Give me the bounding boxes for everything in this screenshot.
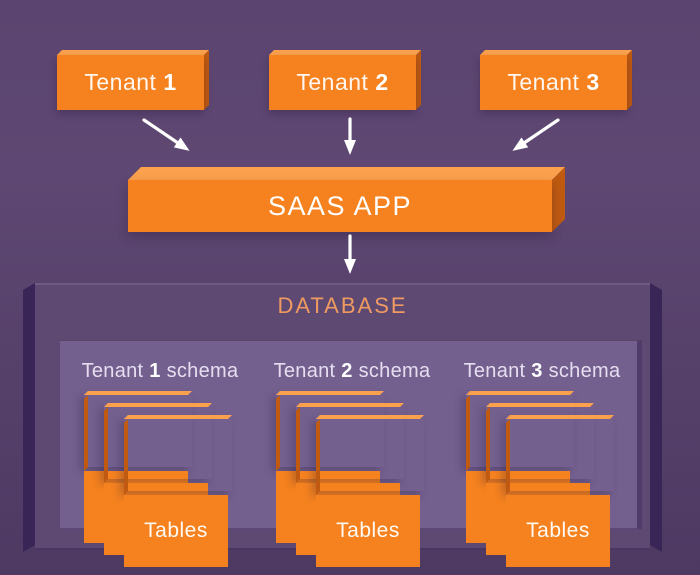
schema-2-tables-stack: Tables [262, 391, 442, 567]
table-card-right-bevel [296, 407, 300, 483]
arrow-down-left-icon [512, 118, 560, 151]
tenant-1-label-number: 1 [163, 69, 177, 95]
saas-app-box-right-bevel [552, 167, 565, 232]
tenant-1-label-name: Tenant [84, 69, 157, 95]
schema-3-label: Tenant 3 schema [452, 359, 632, 383]
tenant-1-box-top-bevel [57, 50, 209, 55]
table-card-right-bevel [506, 419, 510, 495]
table-card-right-bevel [486, 407, 490, 483]
table-card-top-bevel [506, 415, 614, 419]
table-card-top-bevel [296, 403, 404, 407]
arrow-down-icon [344, 234, 356, 274]
table-card-top-bevel [84, 391, 192, 395]
table-card-front: Tables [506, 495, 610, 567]
table-card-right-bevel [276, 395, 280, 471]
tenant-3-box: Tenant 3 [480, 50, 632, 110]
schema-3-tables-stack: Tables [452, 391, 632, 567]
tenant-1-box-right-bevel [204, 50, 209, 110]
schema-1-label: Tenant 1 schema [70, 359, 250, 383]
tenant-3-label-number: 3 [586, 69, 600, 95]
schema-1-label-number: 1 [149, 360, 161, 382]
table-card-top-bevel [276, 391, 384, 395]
tenant-1-label: Tenant 1 [84, 69, 176, 96]
tenant-2-box-front: Tenant 2 [269, 55, 416, 110]
tenant-3-label: Tenant 3 [507, 69, 599, 96]
saas-app-box-top-bevel [128, 167, 565, 180]
schema-2-label-name: Tenant [273, 360, 336, 382]
arrow-down-icon [344, 117, 356, 155]
table-card-top-bevel [466, 391, 574, 395]
saas-app-box-front: SAAS APP [128, 180, 552, 232]
tenant-2-box-top-bevel [269, 50, 421, 55]
table-card: Tables [316, 415, 424, 567]
tenant-2-label-name: Tenant [296, 69, 369, 95]
tenant-1-box-front: Tenant 1 [57, 55, 204, 110]
tables-label: Tables [526, 519, 590, 542]
schema-2-label-number: 2 [341, 360, 353, 382]
database-title: DATABASE [277, 293, 408, 318]
table-card-right-bevel [316, 419, 320, 495]
schema-2-label-suffix: schema [358, 360, 431, 382]
schema-3-label-suffix: schema [548, 360, 621, 382]
tenant-2-box: Tenant 2 [269, 50, 421, 110]
tenant-2-box-right-bevel [416, 50, 421, 110]
table-card-top-bevel [124, 415, 232, 419]
table-card-top-bevel [316, 415, 424, 419]
schema-1-label-name: Tenant [81, 360, 144, 382]
table-card-right-bevel [84, 395, 88, 471]
schema-1-tables-stack: Tables [70, 391, 250, 567]
schema-column-3: Tenant 3 schema Tables [452, 359, 632, 567]
tenant-2-label-number: 2 [375, 69, 389, 95]
database-box: DATABASE Tenant 1 schema Tables [23, 281, 663, 567]
table-card: Tables [124, 415, 232, 567]
schema-column-2: Tenant 2 schema Tables [262, 359, 442, 567]
table-card-top-bevel [486, 403, 594, 407]
tenant-2-label: Tenant 2 [296, 69, 388, 96]
schema-column-1: Tenant 1 schema Tables [70, 359, 250, 567]
schema-panel: Tenant 1 schema Tables Tenant 2 sch [60, 340, 642, 567]
tenant-3-box-front: Tenant 3 [480, 55, 627, 110]
table-card-right-bevel [124, 419, 128, 495]
table-card-right-bevel [466, 395, 470, 471]
tenant-3-box-right-bevel [627, 50, 632, 110]
tenant-1-box: Tenant 1 [57, 50, 209, 110]
table-card-top-bevel [104, 403, 212, 407]
tables-label: Tables [144, 519, 208, 542]
table-card-front: Tables [124, 495, 228, 567]
database-box-left-bevel [23, 283, 35, 552]
schema-2-label: Tenant 2 schema [262, 359, 442, 383]
table-card-right-bevel [104, 407, 108, 483]
tables-label: Tables [336, 519, 400, 542]
schema-1-label-suffix: schema [166, 360, 239, 382]
tenant-3-box-top-bevel [480, 50, 632, 55]
tenant-3-label-name: Tenant [507, 69, 580, 95]
table-card-front: Tables [316, 495, 420, 567]
database-box-right-bevel [650, 283, 662, 552]
schema-3-label-number: 3 [531, 360, 543, 382]
saas-app-label: SAAS APP [267, 190, 413, 221]
schema-3-label-name: Tenant [463, 360, 526, 382]
arrow-down-right-icon [142, 118, 190, 151]
table-card: Tables [506, 415, 614, 567]
saas-app-box: SAAS APP [128, 167, 565, 232]
